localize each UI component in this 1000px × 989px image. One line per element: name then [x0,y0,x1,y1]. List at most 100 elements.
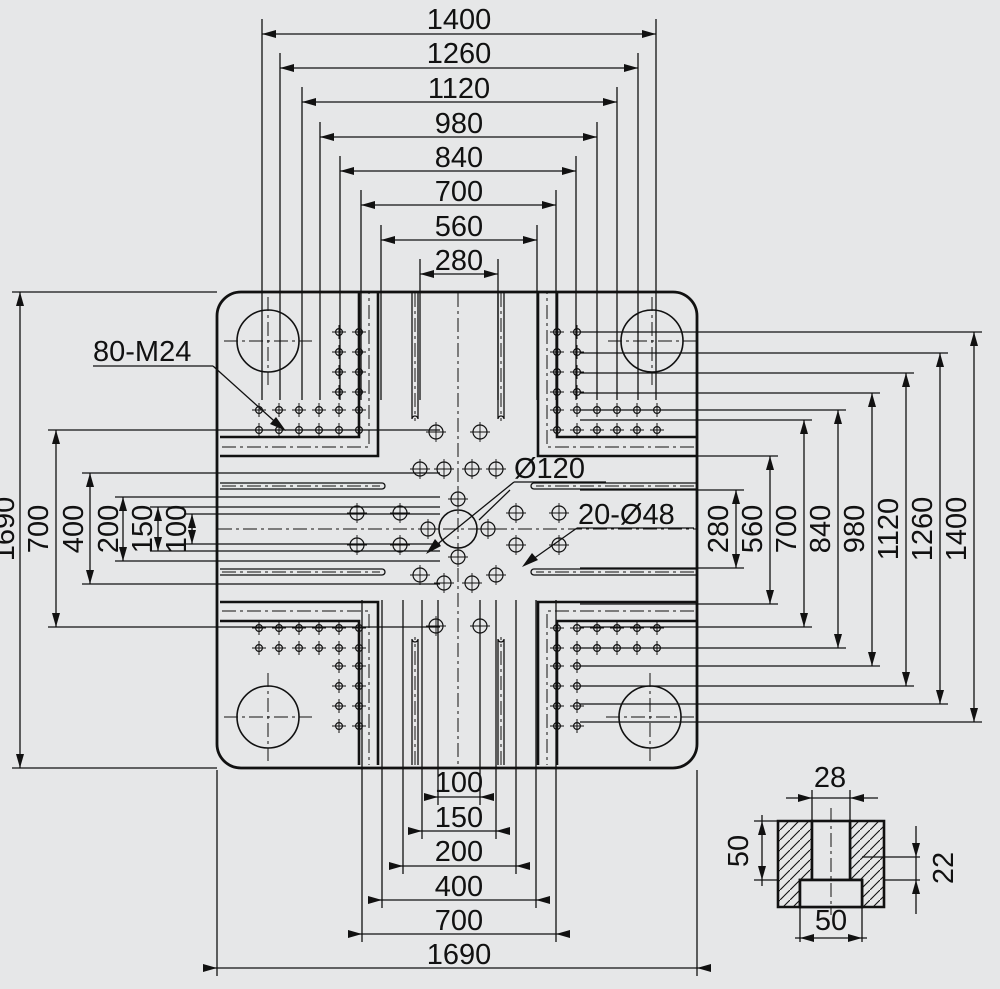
top-dim-1400: 1400 [427,4,492,36]
left-dim-400: 400 [58,505,90,553]
top-dim-1120: 1120 [428,73,490,105]
right-dim-1120: 1120 [873,498,905,560]
tapped-hole [610,621,624,635]
tapped-hole [550,699,564,713]
t-slot-line [220,600,380,765]
bottom-dim-700: 700 [435,905,483,937]
through-hole [448,489,468,509]
tapped-hole [550,641,564,655]
right-dim-280: 280 [703,505,735,553]
tslot-slot-depth-label: 22 [928,852,960,884]
tapped-hole [570,385,584,399]
left-dim-700: 700 [23,505,55,553]
through-hole [434,459,454,479]
right-dim-980: 980 [839,505,871,553]
tslot-depth-label: 50 [723,835,755,867]
through-hole [448,547,468,567]
tapped-hole [272,403,286,417]
tapped-hole [570,365,584,379]
tapped-hole [590,423,604,437]
tapped-hole [570,345,584,359]
tapped-hole [550,345,564,359]
tapped-hole [332,699,346,713]
left-dim-100: 100 [161,505,193,553]
left-dim-200: 200 [93,505,125,553]
right-dim-840: 840 [805,505,837,553]
top-dim-980: 980 [435,108,483,140]
tapped-hole [332,345,346,359]
tapped-hole [312,641,326,655]
tapped-hole [570,423,584,437]
through-hole [462,459,482,479]
tapped-hole [272,621,286,635]
tapped-hole [610,423,624,437]
through-hole [418,519,438,539]
tapped-hole [252,641,266,655]
through-hole [506,503,526,523]
tslot-bottom-width-label: 50 [815,905,847,937]
tapped-hole [332,385,346,399]
tapped-hole [550,365,564,379]
left-dim-1690: 1690 [0,497,21,562]
t-slot-short [220,482,386,490]
tapped-hole [630,423,644,437]
through-hole [410,459,430,479]
tapped-hole [292,641,306,655]
bottom-dim-1690: 1690 [427,939,492,971]
bottom-dim-100: 100 [435,767,483,799]
tapped-hole [332,325,346,339]
through-hole [390,503,410,523]
through-hole [426,422,446,442]
through-hole [486,565,506,585]
tie-bar-hole [608,297,696,385]
through-hole [426,616,446,636]
tapped-hole [332,659,346,673]
top-dim-280: 280 [435,245,483,277]
through-hole [462,573,482,593]
tapped-hole [332,403,346,417]
top-dim-560: 560 [435,211,483,243]
top-dim-840: 840 [435,142,483,174]
tapped-hole [550,403,564,417]
through-hole [470,422,490,442]
tapped-hole [332,641,346,655]
t-slot-section: 28 50 22 50 [723,762,960,942]
right-dim-1400: 1400 [941,497,973,562]
center-hole [438,509,478,549]
through-hole [347,503,367,523]
through-hole [506,535,526,555]
bottom-dimension-labels: 100 150 200 400 700 1690 [427,767,492,971]
right-dim-560: 560 [737,505,769,553]
tapped-hole [352,385,366,399]
tapped-hole [352,365,366,379]
through-hole [434,573,454,593]
mounting-holes [252,325,664,733]
t-slot-short [497,638,505,765]
tapped-hole [332,365,346,379]
tapped-hole [550,385,564,399]
t-slot-short [530,482,696,490]
through-hole [549,503,569,523]
tapped-hole [630,621,644,635]
extension-lines [12,19,982,976]
center-hole-callout: Ø120 [514,453,585,485]
tapped-hole [272,641,286,655]
through-hole [478,519,498,539]
through-hole [410,565,430,585]
callout-leaders [93,365,694,567]
tapped-hole [352,325,366,339]
tapped-hole [312,403,326,417]
t-slot-line [536,600,696,765]
tapped-hole [332,719,346,733]
left-dimension-labels: 1690 700 400 200 150 100 [0,497,193,562]
top-dim-1260: 1260 [427,38,492,70]
t-slot-line [220,293,380,458]
tapped-hole [352,621,366,635]
t-slot-short [530,568,696,576]
tapped-hole [352,641,366,655]
tapped-hole [550,679,564,693]
tapped-hole [570,621,584,635]
tapped-hole [352,403,366,417]
tapped-hole [292,403,306,417]
